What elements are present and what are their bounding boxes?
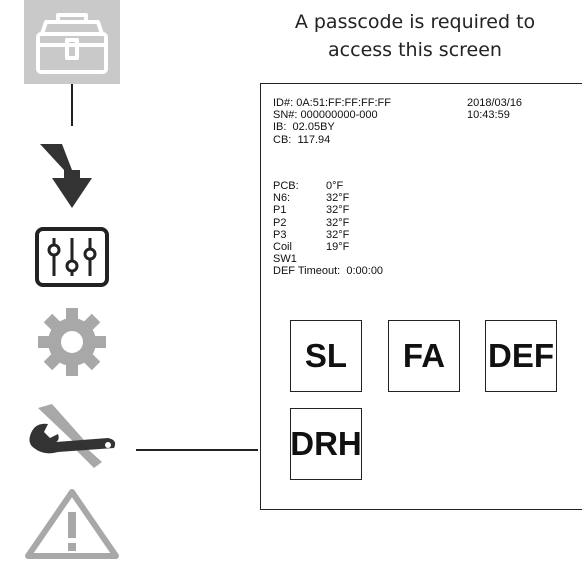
sensor-readings: PCB: 0°F N6: 32°F P1 32°F P2 32°F P3 32°… <box>273 180 383 278</box>
reading-label: SW1 <box>273 253 297 266</box>
sl-button[interactable]: SL <box>290 320 362 392</box>
caption-text: A passcode is required to access this sc… <box>294 11 536 61</box>
wrench-screwdriver-icon[interactable] <box>24 400 120 470</box>
reading-value: 32°F <box>326 192 350 205</box>
warning-icon <box>25 489 119 559</box>
gear-icon[interactable] <box>36 306 108 378</box>
reading-row: P2 32°F <box>273 217 383 229</box>
reading-row: P1 32°F <box>273 204 383 216</box>
cb-version: CB: 117.94 <box>273 133 331 146</box>
reading-label: N6: <box>273 192 291 205</box>
service-arrow-icon <box>40 144 92 208</box>
reading-value: 32°F <box>326 204 350 217</box>
reading-value: 0°F <box>326 180 344 192</box>
reading-value: 19°F <box>326 241 350 254</box>
reading-label: P2 <box>273 216 287 229</box>
connector-line-vertical <box>71 84 73 126</box>
device-id: ID#: 0A:51:FF:FF:FF:FF <box>273 97 391 109</box>
date-time: 2018/03/16 10:43:59 <box>467 97 522 121</box>
device-info: ID#: 0A:51:FF:FF:FF:FF SN#: 000000000-00… <box>273 97 391 146</box>
reading-row: SW1 <box>273 253 383 265</box>
connector-line-horizontal <box>136 449 258 451</box>
serial-number: SN#: 000000000-000 <box>273 109 378 122</box>
def-timeout: DEF Timeout: 0:00:00 <box>273 265 384 278</box>
toolbox-icon <box>36 13 108 74</box>
drh-button[interactable]: DRH <box>290 408 362 480</box>
reading-row: N6: 32°F <box>273 192 383 204</box>
def-button[interactable]: DEF <box>485 320 557 392</box>
reading-label: Coil <box>273 241 292 254</box>
service-screen-panel: ID#: 0A:51:FF:FF:FF:FF SN#: 000000000-00… <box>260 83 582 510</box>
reading-label: PCB: <box>273 180 299 192</box>
reading-row: Coil 19°F <box>273 241 383 253</box>
reading-value: 32°F <box>326 216 350 229</box>
reading-row: P3 32°F <box>273 229 383 241</box>
reading-row: PCB: 0°F <box>273 180 383 192</box>
date-label: 2018/03/16 <box>467 97 523 109</box>
reading-label: P1 <box>273 204 287 217</box>
sliders-icon[interactable] <box>34 226 110 288</box>
fa-button[interactable]: FA <box>388 320 460 392</box>
time-label: 10:43:59 <box>467 109 510 122</box>
ib-version: IB: 02.05BY <box>273 121 335 134</box>
reading-value: 32°F <box>326 228 350 241</box>
toolbox-tile[interactable] <box>24 0 120 84</box>
reading-label: P3 <box>273 228 287 241</box>
